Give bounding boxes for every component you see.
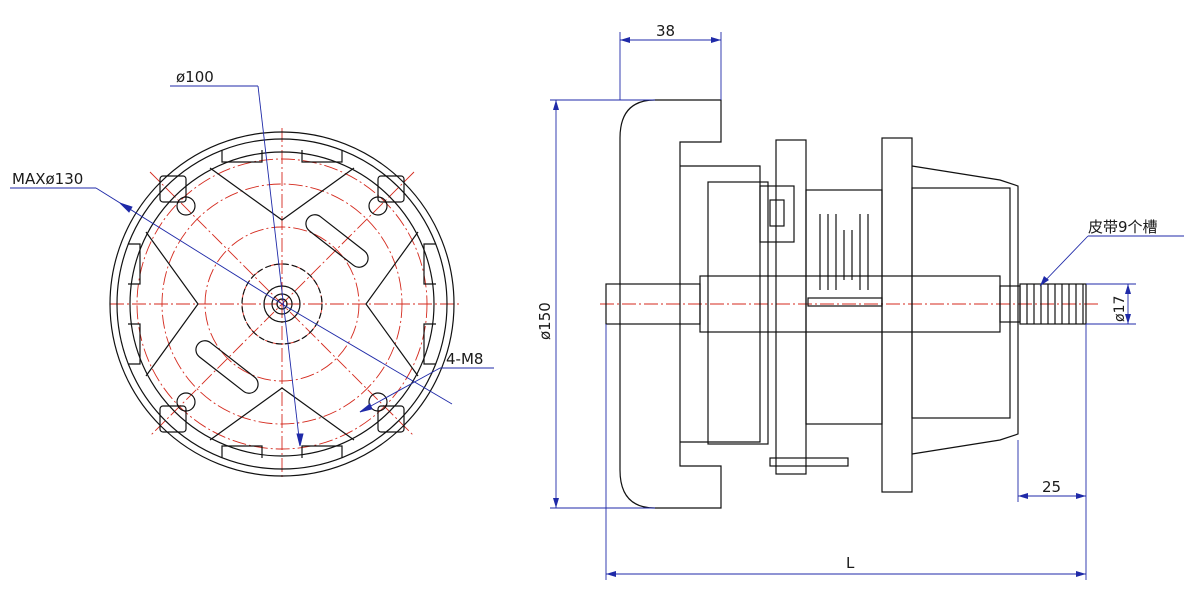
arrow-length-left [606, 571, 616, 577]
arrow-pitch-circle [296, 433, 304, 447]
side-outlines [605, 99, 1087, 509]
leader-max-diameter-extension [281, 303, 453, 405]
front-housing-inner [911, 187, 1011, 419]
overall-length-label: L [846, 554, 855, 572]
arrow-extension-right [1076, 493, 1086, 499]
end-shield [619, 99, 722, 509]
shaft-extension-label: 25 [1042, 478, 1061, 496]
max-diameter-label: MAXø130 [12, 170, 83, 188]
bolt-hole-bottom-left [176, 392, 196, 412]
arm-bottom [209, 387, 355, 441]
shaft-diameter-label: ø17 [1112, 296, 1128, 322]
stator-plate-right [881, 137, 913, 493]
rim-notch-right-top [423, 243, 436, 285]
arrow-pulley [1040, 276, 1049, 286]
pulley-grooves-label: 皮带9个槽 [1088, 218, 1158, 236]
arrow-shaft-bottom [1125, 314, 1131, 324]
boss-top-left [159, 175, 187, 203]
stator-core [805, 189, 883, 425]
arrow-max-diameter [119, 202, 133, 213]
rear-bracket [680, 165, 761, 443]
coil-hatch [819, 214, 869, 290]
leader-bolt-holes [359, 367, 441, 413]
arrow-diameter-top [553, 100, 559, 110]
arrow-bolt-holes [359, 403, 373, 413]
shaft-center [276, 298, 288, 310]
housing-inner-circle [129, 151, 435, 457]
leader-pitch-circle [257, 85, 301, 447]
arrow-flange-left [620, 37, 630, 43]
slot-lower-left [195, 340, 259, 394]
arrow-extension-left [1018, 493, 1028, 499]
terminal-slot [769, 199, 785, 227]
rim-notch-top-left [221, 150, 263, 163]
side-view: 38 ø150 皮带9个槽 ø17 25 L [536, 22, 1184, 580]
housing-rim-circle [116, 138, 448, 470]
arrow-diameter-bottom [553, 498, 559, 508]
arrow-flange-right [711, 37, 721, 43]
flange-width-label: 38 [656, 22, 675, 40]
boss-top-right [377, 175, 405, 203]
leader-pulley [1039, 235, 1089, 287]
rim-notch-bottom-right [301, 445, 343, 458]
rim-notch-left-bottom [128, 323, 141, 365]
rim-notch-top-right [301, 150, 343, 163]
side-arrowheads [553, 37, 1131, 577]
front-view: ø100 MAXø130 4-M8 [10, 68, 494, 480]
boss-bottom-right [377, 405, 405, 433]
rear-bracket-inner [707, 181, 769, 445]
arm-right [365, 231, 419, 377]
inner-centerline-circle [204, 226, 360, 382]
pitch-circle-mid [161, 183, 403, 425]
front-outlines [109, 131, 455, 477]
arrow-shaft-top [1125, 284, 1131, 294]
rim-notch-right-bottom [423, 323, 436, 365]
overall-diameter-label: ø150 [536, 302, 554, 340]
front-housing [911, 165, 1019, 455]
housing-outer-circle [109, 131, 455, 477]
arm-left [145, 231, 199, 377]
hub-dashed-circle [241, 263, 323, 345]
bolt-stud-bottom [769, 457, 849, 467]
bolt-holes-label: 4-M8 [446, 350, 483, 368]
arrow-length-right [1076, 571, 1086, 577]
arm-top [209, 167, 355, 221]
side-dimensions [550, 32, 1184, 580]
bolt-hole-top-left [176, 196, 196, 216]
bolt-hole-top-right [368, 196, 388, 216]
pulley-grooves [1026, 284, 1084, 324]
pitch-circle-label: ø100 [176, 68, 214, 86]
slot-upper-right [305, 214, 369, 268]
bolt-stud-middle [807, 297, 883, 307]
pulley [1019, 283, 1087, 325]
rim-notch-bottom-left [221, 445, 263, 458]
rim-notch-left-top [128, 243, 141, 285]
hub-circle [263, 285, 301, 323]
pitch-circle-outer [136, 158, 428, 450]
bolt-hole-bottom-right [368, 392, 388, 412]
boss-bottom-left [159, 405, 187, 433]
front-dimensions [10, 85, 494, 447]
terminal-block [759, 185, 795, 243]
stator-plate-left [775, 139, 807, 475]
rear-shaft [605, 283, 701, 325]
